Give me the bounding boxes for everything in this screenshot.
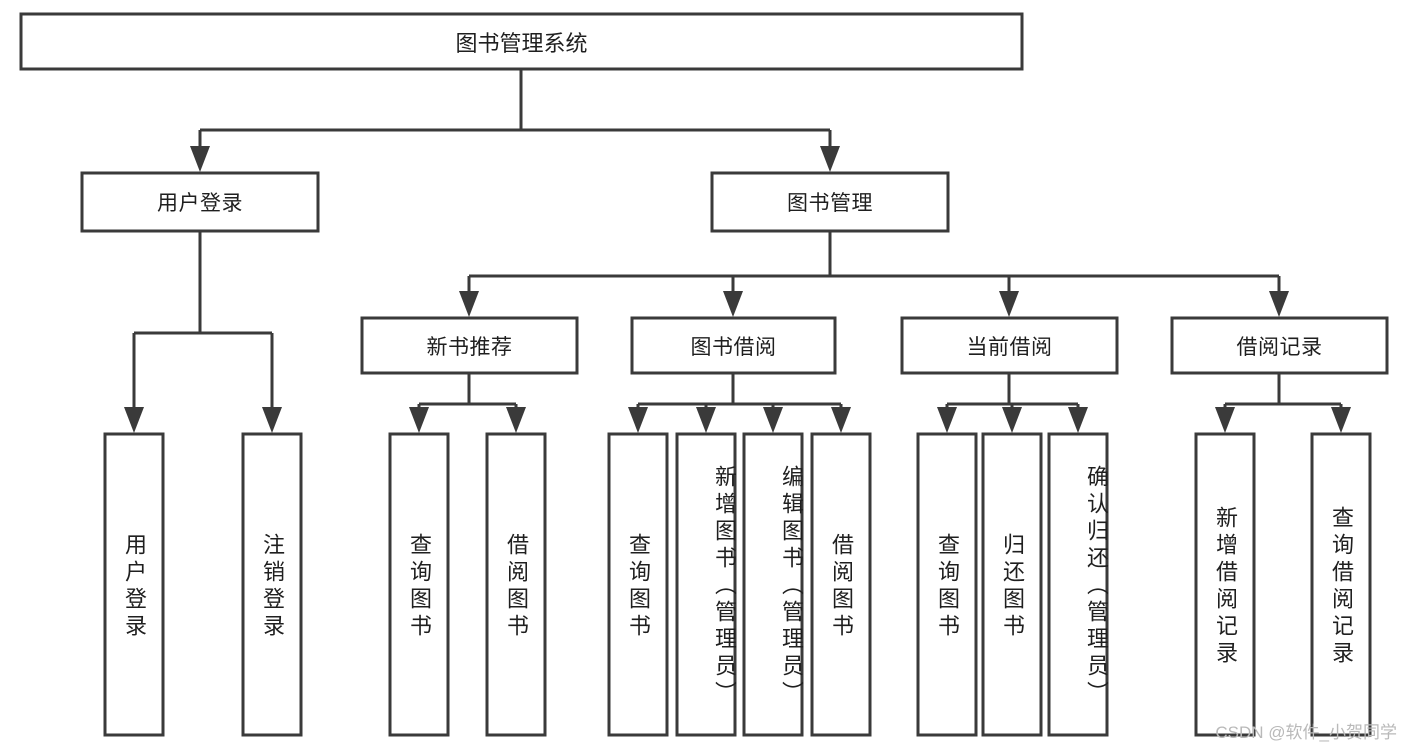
node-label-leaf-logout: 注销登录 xyxy=(260,532,285,641)
node-box-leaf-user-login[interactable] xyxy=(103,432,165,737)
arrow-icon xyxy=(696,407,716,433)
node-box-leaf-borrow-book-2[interactable] xyxy=(810,432,872,737)
arrow-icon xyxy=(1269,291,1289,317)
node-box-leaf-query-book-1[interactable] xyxy=(388,432,450,737)
node-label-borrow-record: 借阅记录 xyxy=(1236,335,1323,359)
node-label-leaf-user-login: 用户登录 xyxy=(122,532,147,641)
node-label-book-manage: 图书管理 xyxy=(787,192,873,215)
node-box-leaf-query-record[interactable] xyxy=(1310,432,1372,737)
arrow-icon xyxy=(723,291,743,317)
node-box-user-login[interactable] xyxy=(80,171,320,233)
arrow-icon xyxy=(820,146,840,172)
connector-root-to-level2 xyxy=(190,69,840,172)
node-label-leaf-add-record: 新增借阅记录 xyxy=(1213,505,1238,668)
node-box-leaf-borrow-book-1[interactable] xyxy=(485,432,547,737)
node-box-root[interactable] xyxy=(19,12,1024,71)
arrow-icon xyxy=(999,291,1019,317)
node-box-leaf-query-book-2[interactable] xyxy=(607,432,669,737)
node-box-leaf-add-book[interactable] xyxy=(675,432,737,737)
node-box-leaf-logout[interactable] xyxy=(241,432,303,737)
arrow-icon xyxy=(628,407,648,433)
node-label-leaf-borrow-book-1: 借阅图书 xyxy=(504,532,529,641)
arrow-icon xyxy=(831,407,851,433)
arrow-icon xyxy=(459,291,479,317)
arrow-icon xyxy=(190,146,210,172)
node-box-current-borrow[interactable] xyxy=(900,316,1119,375)
node-box-leaf-return-book[interactable] xyxy=(981,432,1043,737)
node-label-leaf-add-book: 新增图书（管理员） xyxy=(712,465,737,708)
node-box-leaf-query-book-3[interactable] xyxy=(916,432,978,737)
node-label-leaf-query-book-1: 查询图书 xyxy=(407,532,432,641)
node-label-root: 图书管理系统 xyxy=(455,30,588,56)
arrow-icon xyxy=(262,407,282,433)
arrow-icon xyxy=(1331,407,1351,433)
node-label-book-borrow: 图书借阅 xyxy=(690,335,777,359)
arrow-icon xyxy=(409,407,429,433)
node-label-leaf-edit-book: 编辑图书（管理员） xyxy=(779,465,804,708)
arrow-icon xyxy=(763,407,783,433)
connector-book-manage-to-level3 xyxy=(459,231,1289,317)
node-label-leaf-confirm-return: 确认归还（管理员） xyxy=(1084,465,1109,708)
arrow-icon xyxy=(506,407,526,433)
connector-borrow-record-to-leaves xyxy=(1215,373,1351,433)
arrow-icon xyxy=(1002,407,1022,433)
node-label-leaf-query-book-2: 查询图书 xyxy=(626,532,651,641)
connector-book-borrow-to-leaves xyxy=(628,373,851,433)
arrow-icon xyxy=(124,407,144,433)
watermark-text: CSDN @软件_小贺同学 xyxy=(1215,723,1397,742)
node-label-leaf-query-book-3: 查询图书 xyxy=(935,532,960,641)
node-label-new-book-recommend: 新书推荐 xyxy=(426,335,513,359)
node-box-leaf-add-record[interactable] xyxy=(1194,432,1256,737)
arrow-icon xyxy=(1068,407,1088,433)
node-label-user-login: 用户登录 xyxy=(157,192,243,215)
arrow-icon xyxy=(937,407,957,433)
node-box-new-book-recommend[interactable] xyxy=(360,316,579,375)
node-box-leaf-confirm-return[interactable] xyxy=(1047,432,1109,737)
node-label-leaf-return-book: 归还图书 xyxy=(1000,532,1025,641)
node-label-leaf-query-record: 查询借阅记录 xyxy=(1329,505,1354,668)
arrow-icon xyxy=(1215,407,1235,433)
node-label-leaf-borrow-book-2: 借阅图书 xyxy=(829,532,854,641)
connector-new-book-recommend-to-leaves xyxy=(409,373,526,433)
connector-current-borrow-to-leaves xyxy=(937,373,1088,433)
node-label-current-borrow: 当前借阅 xyxy=(966,335,1053,359)
connector-user-login-to-leaves xyxy=(124,231,282,433)
node-box-leaf-edit-book[interactable] xyxy=(742,432,804,737)
